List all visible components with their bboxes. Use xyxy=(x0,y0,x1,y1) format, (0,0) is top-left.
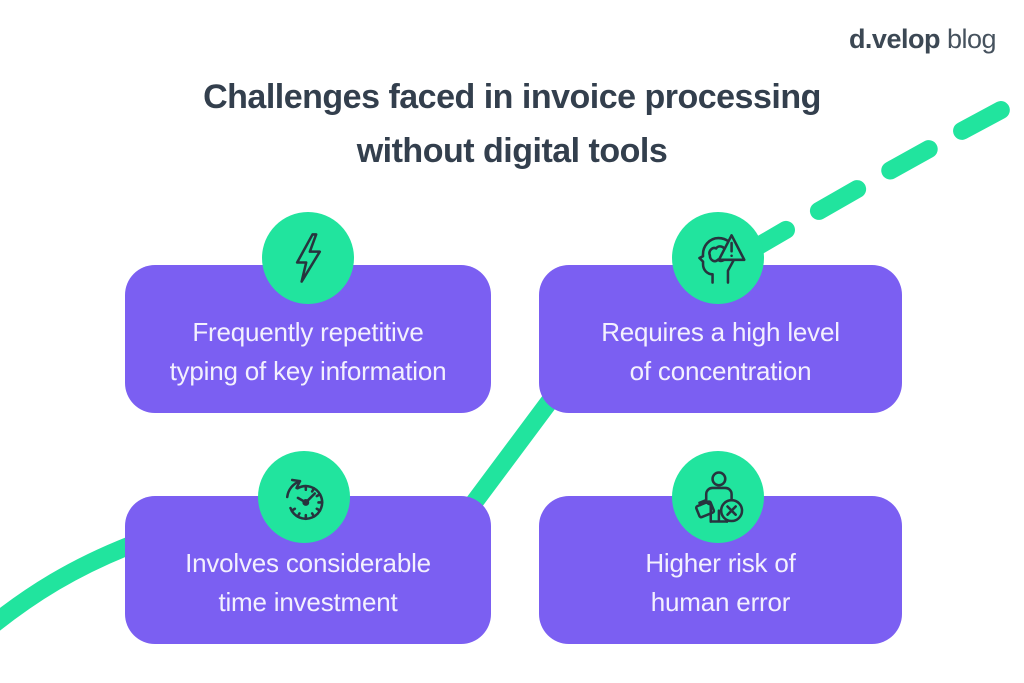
challenge-card-repetitive-typing: Frequently repetitive typing of key info… xyxy=(125,265,491,413)
person-error-icon xyxy=(694,471,744,523)
logo-suffix: blog xyxy=(946,24,997,54)
card-text: Requires a high level of concentration xyxy=(601,317,840,386)
clock-arrow-icon xyxy=(285,478,324,521)
head-warning-icon xyxy=(698,234,746,284)
challenge-card-time-investment: Involves considerable time investment xyxy=(125,496,491,644)
badge-human-error xyxy=(672,451,764,543)
card-text: Frequently repetitive typing of key info… xyxy=(169,317,447,386)
card-text: Involves considerable time investment xyxy=(185,548,431,617)
lightning-icon xyxy=(295,233,322,283)
trend-line-dashed xyxy=(739,93,1024,261)
page-title-line2: without digital tools xyxy=(356,132,668,170)
badge-concentration xyxy=(672,212,764,304)
page-title: Challenges faced in invoice processing w… xyxy=(0,70,1024,178)
logo-brand: d.velop xyxy=(848,24,941,54)
badge-time-investment xyxy=(258,451,350,543)
badge-repetitive-typing xyxy=(262,212,354,304)
page-title-line1: Challenges faced in invoice processing xyxy=(203,78,821,116)
card-text: Higher risk of human error xyxy=(645,548,796,617)
